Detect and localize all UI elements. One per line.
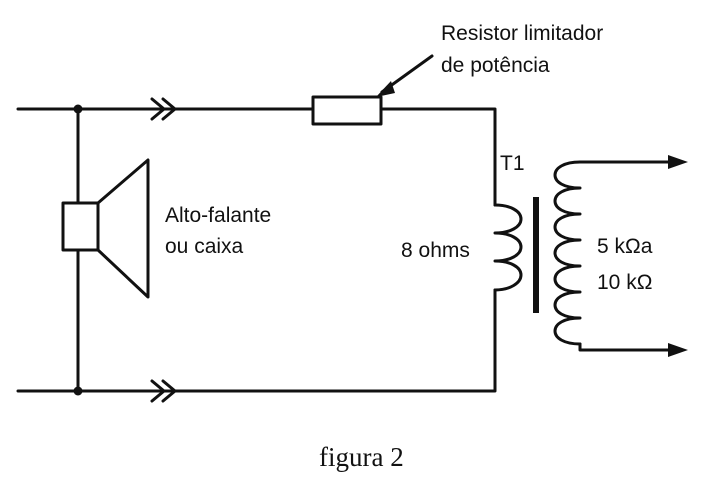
secondary-label-line2: 10 kΩ [597, 271, 652, 294]
secondary-label-line1: 5 kΩa [597, 235, 653, 258]
resistor-to-transformer-wire [379, 107, 497, 207]
top-arrow-icon [150, 97, 177, 121]
resistor-icon [311, 95, 383, 126]
output-top-arrow-icon [578, 155, 688, 169]
secondary-coil-icon [553, 160, 582, 346]
resistor-label-line1: Resistor limitador [441, 22, 603, 45]
bottom-arrow-icon [150, 379, 177, 403]
primary-coil-icon [493, 203, 523, 292]
transformer-label: T1 [500, 152, 525, 175]
primary-label: 8 ohms [401, 239, 470, 262]
bottom-input-wire [16, 288, 497, 393]
speaker-label-line1: Alto-falante [165, 204, 271, 227]
transformer-core [533, 197, 539, 313]
output-bottom-arrow-icon [578, 342, 688, 357]
resistor-label-line2: de potência [441, 54, 550, 77]
speaker-icon [61, 158, 150, 299]
resistor-pointer-arrow-icon [376, 54, 434, 97]
figure-caption: figura 2 [319, 442, 404, 472]
speaker-label-line2: ou caixa [165, 235, 244, 258]
